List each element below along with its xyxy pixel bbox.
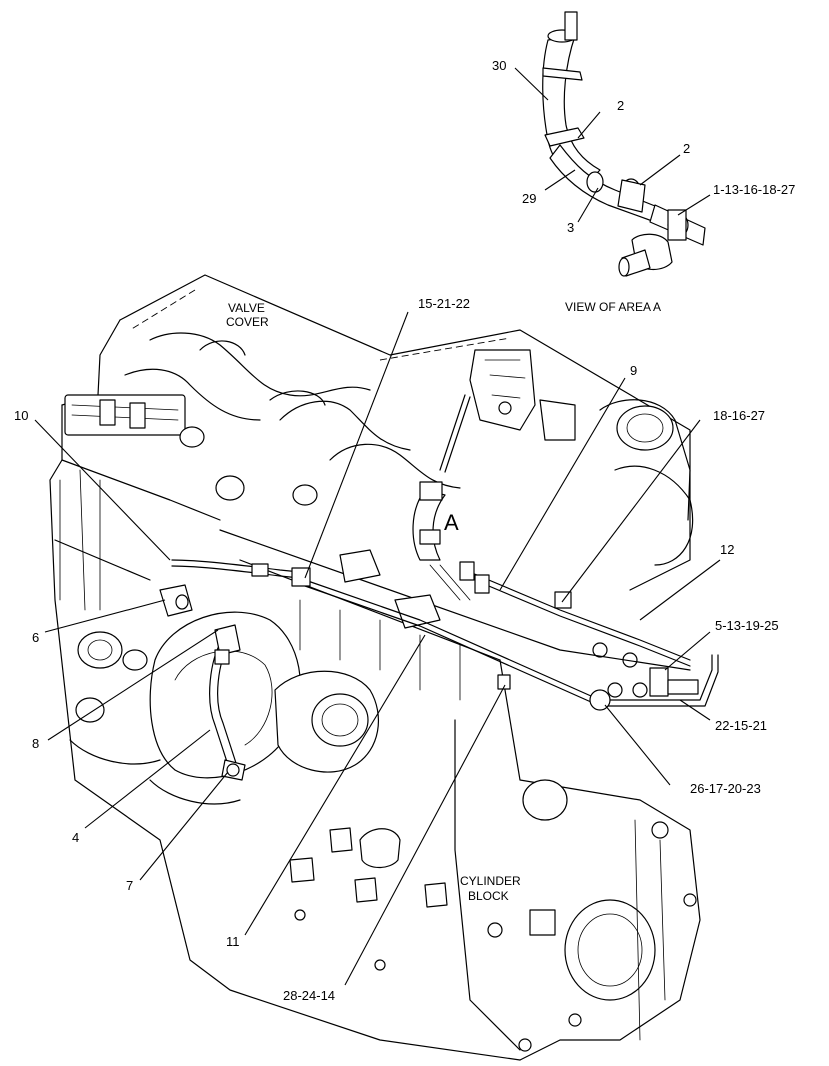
area-a-inset <box>542 11 706 277</box>
callout-2-upper: 2 <box>617 98 624 113</box>
callout-11: 11 <box>226 934 240 949</box>
callout-18-16-27: 18-16-27 <box>713 408 765 423</box>
callout-2-lower: 2 <box>683 141 690 156</box>
callout-29: 29 <box>522 191 536 206</box>
valve-cover-caption-line2: COVER <box>226 315 269 329</box>
captions: VALVE COVER VIEW OF AREA A A CYLINDER BL… <box>226 300 661 903</box>
callout-30: 30 <box>492 58 506 73</box>
callout-9: 9 <box>630 363 637 378</box>
callout-15-21-22: 15-21-22 <box>418 296 470 311</box>
cylinder-block-caption-line2: BLOCK <box>468 889 509 903</box>
callout-5-13-19-25: 5-13-19-25 <box>715 618 779 633</box>
callout-1-13-16-18-27: 1-13-16-18-27 <box>713 182 795 197</box>
leader-lines <box>34 67 721 986</box>
view-of-area-caption: VIEW OF AREA A <box>565 300 661 314</box>
cylinder-block-caption-line1: CYLINDER <box>460 874 521 888</box>
valve-cover-caption-line1: VALVE <box>228 301 265 315</box>
callout-22-15-21: 22-15-21 <box>715 718 767 733</box>
area-marker-label: A <box>444 510 459 535</box>
callout-12: 12 <box>720 542 734 557</box>
engine-block-outline <box>49 274 701 1061</box>
callout-10: 10 <box>14 408 28 423</box>
callout-8: 8 <box>32 736 39 751</box>
callout-labels: 30 2 2 29 3 1-13-16-18-27 15-21-22 9 10 … <box>14 58 795 1003</box>
callout-26-17-20-23: 26-17-20-23 <box>690 781 761 796</box>
tube-assemblies <box>159 394 719 781</box>
callout-3: 3 <box>567 220 574 235</box>
callout-28-24-14: 28-24-14 <box>283 988 335 1003</box>
callout-4: 4 <box>72 830 79 845</box>
callout-7: 7 <box>126 878 133 893</box>
callout-6: 6 <box>32 630 39 645</box>
